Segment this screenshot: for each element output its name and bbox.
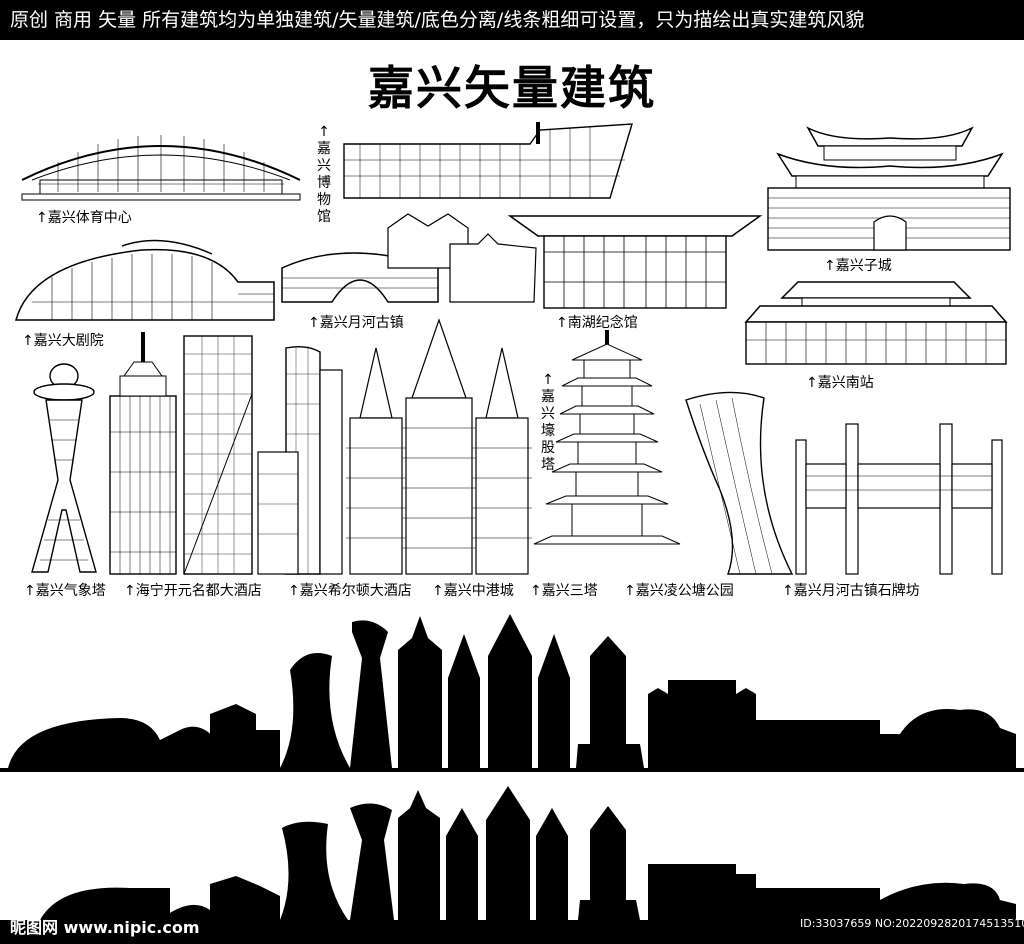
nanhu-memorial-drawing bbox=[507, 215, 763, 309]
yuehe-town-drawing bbox=[281, 213, 537, 303]
museum-drawing bbox=[343, 122, 633, 199]
banner-text: 原创 商用 矢量 所有建筑均为单独建筑/矢量建筑/底色分离/线条粗细可设置，只为… bbox=[10, 9, 865, 31]
arrow-up-icon: ↑ bbox=[308, 315, 320, 331]
haoguta-pagoda-drawing bbox=[533, 330, 681, 545]
page-title: 嘉兴矢量建筑 bbox=[368, 61, 656, 115]
label-grand-theatre: ↑嘉兴大剧院 bbox=[22, 333, 104, 349]
arrow-up-icon: ↑ bbox=[530, 583, 542, 599]
label-zicheng: ↑嘉兴子城 bbox=[824, 258, 892, 274]
grand-theatre-drawing bbox=[15, 239, 275, 321]
label-museum: ↑嘉兴博物馆 bbox=[317, 124, 331, 225]
label-weather-tower: ↑嘉兴气象塔 bbox=[24, 583, 106, 599]
arrow-up-icon: ↑ bbox=[824, 258, 836, 274]
arrow-up-icon: ↑ bbox=[36, 210, 48, 226]
label-haining-hotel: ↑海宁开元名都大酒店 bbox=[124, 583, 262, 599]
zicheng-drawing bbox=[767, 126, 1011, 251]
arrow-up-icon: ↑ bbox=[124, 583, 136, 599]
label-yuehe: ↑嘉兴月河古镇 bbox=[308, 315, 404, 331]
arrow-up-icon: ↑ bbox=[624, 583, 636, 599]
three-pagodas-drawing bbox=[346, 318, 532, 575]
label-nanhu: ↑南湖纪念馆 bbox=[556, 315, 638, 331]
arrow-up-icon: ↑ bbox=[782, 583, 794, 599]
arrow-up-icon: ↑ bbox=[288, 583, 300, 599]
arrow-up-icon: ↑ bbox=[556, 315, 568, 331]
haining-hotel-drawing bbox=[109, 332, 177, 575]
watermark-site: 昵图网 www.nipic.com bbox=[10, 918, 200, 937]
label-three-pagodas: ↑嘉兴三塔 bbox=[530, 583, 598, 599]
arrow-up-icon: ↑ bbox=[806, 375, 818, 391]
arrow-up-icon: ↑ bbox=[432, 583, 444, 599]
label-sports-center: ↑嘉兴体育中心 bbox=[36, 210, 132, 226]
label-haoguta: ↑嘉兴壕股塔 bbox=[541, 372, 555, 473]
label-hilton: ↑嘉兴希尔顿大酒店 bbox=[288, 583, 412, 599]
arrow-up-icon: ↑ bbox=[22, 333, 34, 349]
skyline-silhouette-2 bbox=[0, 786, 1024, 944]
label-south-station: ↑嘉兴南站 bbox=[806, 375, 874, 391]
skyline-silhouette-1 bbox=[0, 614, 1024, 772]
sports-center-drawing bbox=[21, 135, 301, 201]
top-banner: 原创 商用 矢量 所有建筑均为单独建筑/矢量建筑/底色分离/线条粗细可设置，只为… bbox=[0, 0, 1024, 40]
watermark-id: ID:33037659 NO:20220928201745135102 bbox=[800, 917, 1024, 930]
arrow-up-icon: ↑ bbox=[24, 583, 36, 599]
arrow-up-icon: ↑ bbox=[542, 372, 554, 388]
label-linggongtang: ↑嘉兴凌公塘公园 bbox=[624, 583, 734, 599]
hilton-hotel-drawing bbox=[183, 335, 253, 575]
label-archway: ↑嘉兴月河古镇石牌坊 bbox=[782, 583, 920, 599]
stone-archway-drawing bbox=[795, 423, 1003, 575]
label-zhonggang: ↑嘉兴中港城 bbox=[432, 583, 514, 599]
arrow-up-icon: ↑ bbox=[318, 124, 330, 140]
linggongtang-drawing bbox=[685, 391, 794, 575]
weather-tower-drawing bbox=[31, 363, 97, 573]
zhonggang-drawing bbox=[257, 345, 343, 575]
south-station-drawing bbox=[744, 281, 1008, 365]
